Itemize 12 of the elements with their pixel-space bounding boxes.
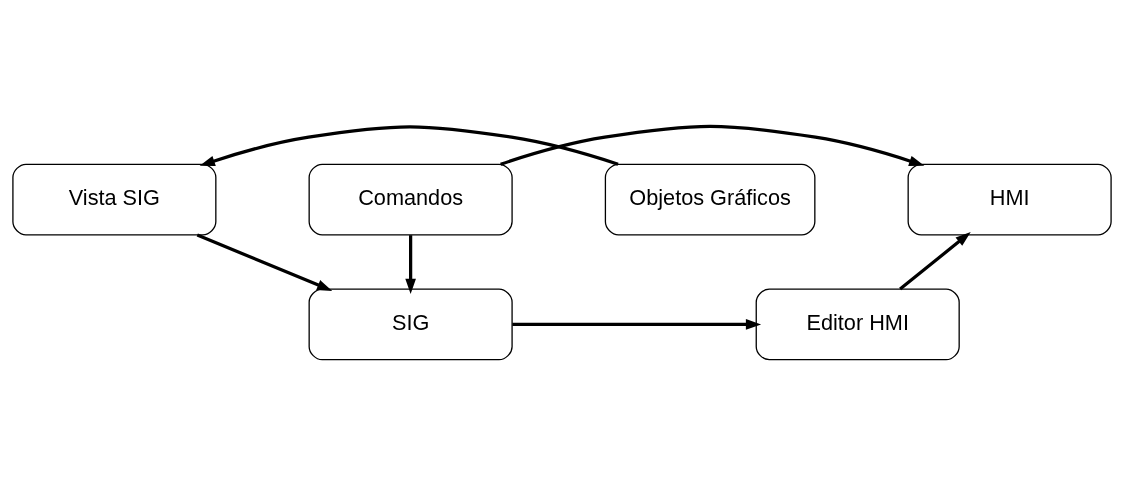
node-box: Editor HMI [755,287,960,360]
arrow [512,318,762,330]
arrow [405,234,416,294]
node-box: Objetos Gráficos [604,163,816,235]
node-box: Vista SIG [12,163,217,235]
node-box: Comandos [308,163,513,235]
node-box: SIG [308,287,513,360]
arrow [196,233,333,291]
arrow [500,124,925,166]
node-box: HMI [907,163,1112,235]
arrow [899,231,971,290]
arrow [199,124,619,166]
